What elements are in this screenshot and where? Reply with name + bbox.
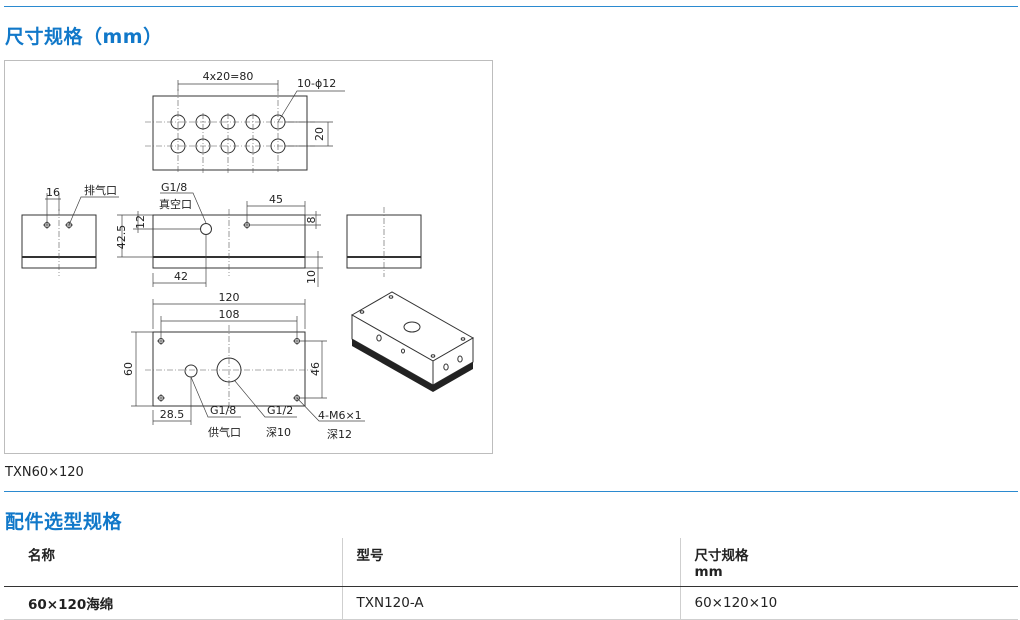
dim-side-16: 16 (46, 186, 60, 199)
label-vacuum-port: 真空口 (159, 197, 192, 211)
label-top-holes: 10-ϕ12 (297, 77, 336, 90)
left-side-view: 16 排气口 (21, 183, 119, 276)
label-vacuum-g18: G1/8 (161, 181, 187, 194)
technical-drawing: 4x20=80 10-ϕ12 20 16 排气口 (4, 60, 493, 454)
dim-10: 10 (305, 270, 318, 284)
dim-28-5: 28.5 (160, 408, 185, 421)
dim-top-pitch: 4x20=80 (203, 70, 254, 83)
label-depth10: 深10 (266, 426, 291, 439)
dim-top-row-gap: 20 (313, 127, 326, 141)
dim-46: 46 (309, 362, 322, 376)
dim-60: 60 (122, 362, 135, 376)
isometric-view (350, 291, 475, 392)
table-row: 60×120海绵 TXN120-A 60×120×10 (4, 586, 1018, 620)
dim-12: 12 (134, 215, 147, 229)
header-name: 名称 (4, 538, 342, 587)
dim-42-5: 42.5 (115, 225, 128, 250)
dim-42: 42 (174, 270, 188, 283)
front-view: G1/8 真空口 45 8 12 42.5 42 10 (115, 181, 323, 287)
right-side-view (346, 207, 422, 277)
accessory-spec-table: 名称 型号 尺寸规格 mm 60×120海绵 TXN120-A 60×120×1… (4, 538, 1018, 620)
cell-size: 60×120×10 (679, 586, 1018, 620)
top-view: 4x20=80 10-ϕ12 20 (145, 70, 345, 173)
supply-port-hole (184, 364, 198, 378)
label-supply-port: 供气口 (208, 425, 241, 439)
label-depth12: 深12 (327, 428, 352, 441)
model-caption: TXN60×120 (5, 465, 84, 480)
g12-hole (216, 357, 242, 383)
label-exhaust-port: 排气口 (84, 183, 117, 197)
middle-rule (4, 491, 1018, 492)
dim-108: 108 (219, 308, 240, 321)
drawing-svg: 4x20=80 10-ϕ12 20 16 排气口 (21, 70, 475, 441)
cell-name: 60×120海绵 (4, 586, 342, 620)
label-supply-g18: G1/8 (210, 404, 236, 417)
table-header-row: 名称 型号 尺寸规格 mm (4, 538, 1018, 587)
header-size-line1: 尺寸规格 (694, 548, 749, 564)
vacuum-port-hole (200, 223, 212, 235)
header-size: 尺寸规格 mm (679, 538, 1018, 587)
header-size-line2: mm (694, 564, 723, 580)
label-g12: G1/2 (267, 404, 293, 417)
dim-45: 45 (269, 193, 283, 206)
top-rule (4, 6, 1018, 7)
top-view-outline (152, 95, 308, 171)
header-model: 型号 (341, 538, 680, 587)
accessories-title: 配件选型规格 (5, 511, 123, 533)
dimensions-title: 尺寸规格（mm） (5, 26, 163, 48)
cell-model: TXN120-A (341, 586, 680, 620)
bottom-view: 120 108 60 46 28.5 G1/8 供气口 G1/2 深10 4-M… (122, 291, 365, 441)
dim-8: 8 (305, 217, 318, 224)
dim-120: 120 (219, 291, 240, 304)
label-m6: 4-M6×1 (318, 409, 362, 422)
